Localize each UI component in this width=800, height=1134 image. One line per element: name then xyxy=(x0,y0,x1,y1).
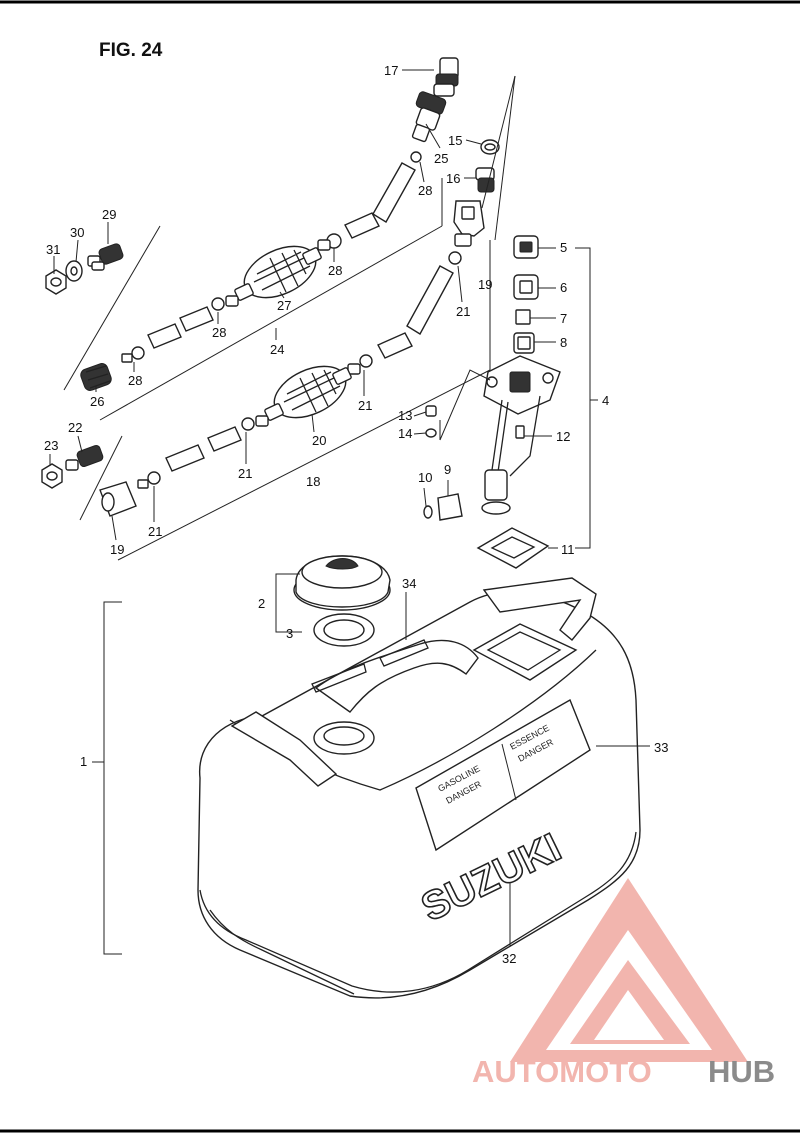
filler-cap-2 xyxy=(293,555,391,611)
callout-9: 9 xyxy=(444,462,451,477)
warning-label-33: GASOLINE DANGER ESSENCE DANGER xyxy=(415,698,591,852)
callout-15: 15 xyxy=(448,133,462,148)
figure-title: FIG. 24 xyxy=(99,40,163,61)
primer-bulb-20 xyxy=(264,365,352,421)
connector-26 xyxy=(80,363,112,391)
callout-8: 8 xyxy=(560,335,567,350)
callout-34: 34 xyxy=(402,576,416,591)
cap-gasket-3 xyxy=(313,613,375,647)
callout-labels: 1 2 3 4 5 6 7 8 9 10 11 12 13 14 15 16 1… xyxy=(44,63,668,966)
callout-28-a: 28 xyxy=(418,183,432,198)
callout-27: 27 xyxy=(277,298,291,313)
callout-19-bottom: 19 xyxy=(110,542,124,557)
callout-29: 29 xyxy=(102,207,116,222)
callout-leaders xyxy=(49,69,558,549)
watermark-logo-icon xyxy=(510,878,748,1062)
callout-1: 1 xyxy=(80,754,87,769)
primer-bulb-27 xyxy=(234,245,322,301)
callout-4: 4 xyxy=(602,393,609,408)
callout-28-b: 28 xyxy=(328,263,342,278)
callout-21-c: 21 xyxy=(238,466,252,481)
callout-22: 22 xyxy=(68,420,82,435)
watermark-text-part2: HUB xyxy=(708,1054,775,1089)
callout-21-d: 21 xyxy=(148,524,162,539)
callout-18: 18 xyxy=(306,474,320,489)
callout-14: 14 xyxy=(398,426,412,441)
watermark-text-part1: AUTOMOTO xyxy=(472,1054,652,1089)
callout-12: 12 xyxy=(556,429,570,444)
callout-28-d: 28 xyxy=(128,373,142,388)
callout-25: 25 xyxy=(434,151,448,166)
callout-17: 17 xyxy=(384,63,398,78)
callout-16: 16 xyxy=(446,171,460,186)
callout-33: 33 xyxy=(654,740,668,755)
connector-17 xyxy=(433,57,459,97)
fitting-29-30-31 xyxy=(45,225,161,391)
watermark: AUTOMOTO HUB xyxy=(472,878,775,1089)
connector-19-bottom xyxy=(99,481,137,517)
oring-15-fitting-16 xyxy=(475,75,516,241)
callout-23: 23 xyxy=(44,438,58,453)
fuel-tank-1: GASOLINE DANGER ESSENCE DANGER SUZUKI xyxy=(92,573,650,999)
callout-31: 31 xyxy=(46,242,60,257)
connector-19-top xyxy=(453,200,485,247)
callout-32: 32 xyxy=(502,951,516,966)
hose-assembly-24 xyxy=(80,57,459,421)
callout-7: 7 xyxy=(560,311,567,326)
callout-21-b: 21 xyxy=(358,398,372,413)
callout-5: 5 xyxy=(560,240,567,255)
callout-2: 2 xyxy=(258,596,265,611)
callout-26: 26 xyxy=(90,394,104,409)
callout-13: 13 xyxy=(398,408,412,423)
fuel-pickup-assembly-4 xyxy=(423,235,598,569)
callout-19-top: 19 xyxy=(478,277,492,292)
callout-11: 11 xyxy=(561,542,575,557)
callout-28-c: 28 xyxy=(212,325,226,340)
callout-20: 20 xyxy=(312,433,326,448)
hose-assembly-18 xyxy=(79,200,491,561)
callout-21-a: 21 xyxy=(456,304,470,319)
callout-30: 30 xyxy=(70,225,84,240)
callout-6: 6 xyxy=(560,280,567,295)
callout-10: 10 xyxy=(418,470,432,485)
callout-3: 3 xyxy=(286,626,293,641)
fitting-22-23 xyxy=(41,445,104,489)
connector-25 xyxy=(411,91,447,143)
callout-24: 24 xyxy=(270,342,284,357)
